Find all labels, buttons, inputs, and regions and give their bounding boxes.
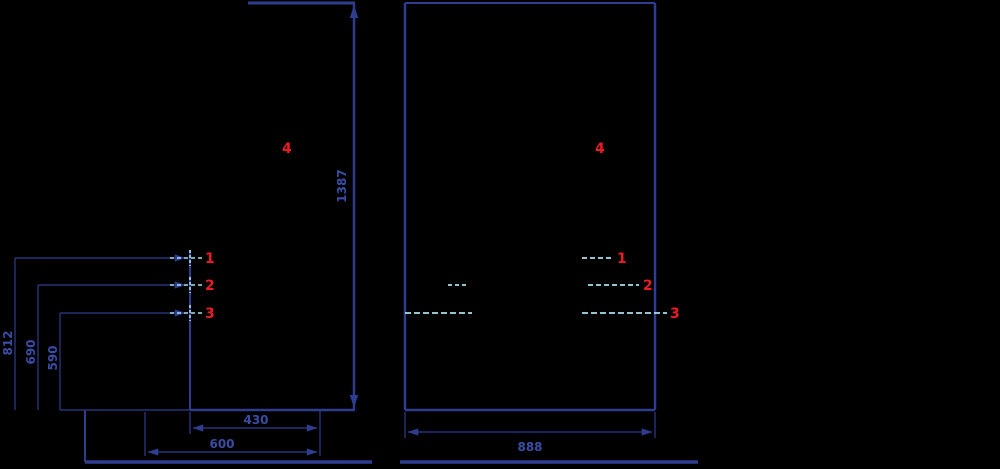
depth-dim-label: 600 (209, 437, 234, 451)
callout-1: 1 (617, 251, 627, 267)
callout-3: 3 (670, 306, 680, 322)
front-view-hidden-lines (405, 257, 667, 314)
depth-dimension-600 (144, 412, 318, 456)
level-dim-label-1: 812 (1, 330, 15, 355)
callout-4: 4 (595, 141, 605, 157)
width-dim-label: 430 (243, 413, 268, 427)
callout-3: 3 (205, 306, 215, 322)
side-view-outline (189, 1, 356, 412)
callout-1: 1 (205, 251, 215, 267)
front-width-dimension (404, 412, 656, 438)
front-view-dimension-labels: 888 (517, 440, 542, 454)
side-view-hidden-markers (170, 250, 202, 321)
level-dimensions (14, 254, 190, 462)
callout-2: 2 (205, 278, 215, 294)
callout-4: 4 (282, 141, 292, 157)
front-view (400, 2, 698, 464)
width-dimension-430 (189, 410, 321, 456)
side-view (14, 1, 372, 464)
height-dim-label: 1387 (335, 169, 349, 202)
callout-2: 2 (643, 278, 653, 294)
side-view-dimension-labels: 1387 430 600 812 690 590 (1, 169, 349, 451)
front-width-dim-label: 888 (517, 440, 542, 454)
front-view-callouts: 4 1 2 3 (595, 141, 680, 322)
front-view-outline (403, 2, 657, 412)
side-view-callouts: 4 1 2 3 (205, 141, 292, 322)
level-dim-label-3: 590 (46, 345, 60, 370)
level-dim-label-2: 690 (24, 339, 38, 364)
